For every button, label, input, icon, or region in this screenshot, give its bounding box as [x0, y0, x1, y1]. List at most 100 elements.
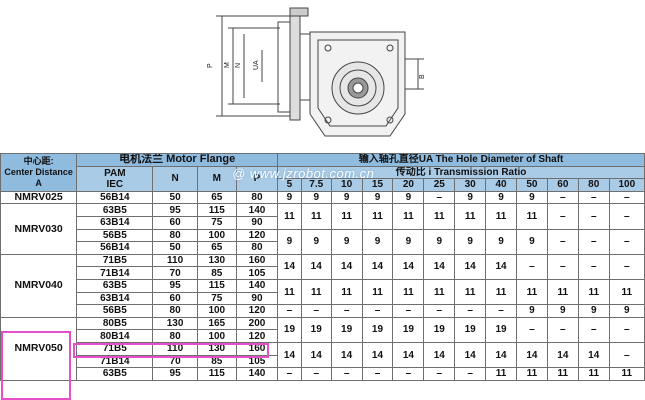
shaft-hole-cell: 14 [361, 341, 394, 369]
header-shaft-hole: 输入轴孔直径UA The Hole Diameter of Shaft [277, 153, 645, 167]
shaft-hole-cell: 11 [546, 367, 579, 381]
m-cell: 75 [196, 291, 237, 306]
shaft-hole-cell: – [361, 367, 394, 381]
shaft-hole-cell: 11 [361, 278, 394, 306]
shaft-hole-cell: 14 [300, 341, 332, 369]
ratio-header-5: 5 [277, 178, 302, 192]
n-cell: 50 [152, 190, 198, 205]
shaft-hole-cell: – [546, 253, 579, 280]
p-cell: 120 [235, 329, 279, 343]
m-cell: 130 [196, 341, 237, 356]
shaft-hole-cell: 14 [361, 253, 394, 280]
ratio-header-20: 20 [392, 178, 425, 192]
shaft-hole-cell: 11 [608, 367, 645, 381]
header-n: N [152, 165, 198, 192]
m-cell: 65 [196, 190, 237, 205]
shaft-hole-cell: 19 [330, 316, 363, 343]
shaft-hole-cell: 9 [485, 228, 517, 255]
shaft-hole-cell: 11 [277, 203, 302, 230]
n-cell: 95 [152, 367, 198, 381]
p-cell: 140 [235, 203, 279, 217]
shaft-hole-cell: 9 [392, 228, 425, 255]
shaft-hole-cell: 11 [277, 278, 302, 306]
n-cell: 130 [152, 316, 198, 331]
shaft-hole-cell: – [608, 190, 645, 205]
shaft-hole-cell: 14 [392, 253, 425, 280]
model-cell: NMRV025 [0, 190, 78, 205]
pam-cell: 71B14 [76, 266, 154, 280]
n-cell: 80 [152, 304, 198, 318]
shaft-hole-cell: 14 [516, 341, 548, 369]
header-m: M [196, 165, 237, 192]
shaft-hole-cell: – [392, 367, 425, 381]
p-cell: 80 [235, 241, 279, 255]
shaft-hole-cell: – [423, 367, 456, 381]
shaft-hole-cell: 11 [516, 203, 548, 230]
dim-label-p: P [207, 63, 214, 68]
p-cell: 120 [235, 228, 279, 243]
pam-cell: 63B5 [76, 367, 154, 381]
p-cell: 160 [235, 341, 279, 356]
shaft-hole-cell: 14 [392, 341, 425, 369]
ratio-header-60: 60 [546, 178, 579, 192]
dim-label-n: N [235, 63, 242, 68]
shaft-hole-cell: 14 [454, 341, 487, 369]
pam-cell: 80B14 [76, 329, 154, 343]
shaft-hole-cell: – [423, 304, 456, 318]
shaft-hole-cell: 11 [392, 203, 425, 230]
shaft-hole-cell: 11 [516, 278, 548, 306]
pam-cell: 63B5 [76, 278, 154, 293]
model-cell: NMRV040 [0, 253, 78, 318]
shaft-hole-cell: – [330, 367, 363, 381]
shaft-hole-cell: 9 [516, 228, 548, 255]
shaft-hole-cell: 9 [516, 304, 548, 318]
m-cell: 130 [196, 253, 237, 268]
shaft-hole-cell: 9 [546, 304, 579, 318]
p-cell: 140 [235, 278, 279, 293]
shaft-hole-cell: – [546, 228, 579, 255]
p-cell: 105 [235, 354, 279, 369]
n-cell: 80 [152, 329, 198, 343]
shaft-hole-cell: 9 [361, 228, 394, 255]
pam-cell: 56B14 [76, 190, 154, 205]
shaft-hole-cell: 11 [423, 203, 456, 230]
shaft-hole-cell: 11 [608, 278, 645, 306]
header-ratio: 传动比 i Transmission Ratio [277, 165, 645, 180]
shaft-hole-cell: – [546, 190, 579, 205]
pam-cell: 56B5 [76, 304, 154, 318]
shaft-hole-cell: – [608, 203, 645, 230]
shaft-hole-cell: – [577, 190, 610, 205]
ratio-header-10: 10 [330, 178, 363, 192]
m-cell: 115 [196, 203, 237, 217]
m-cell: 100 [196, 304, 237, 318]
pam-cell: 71B14 [76, 354, 154, 369]
shaft-hole-cell: 11 [361, 203, 394, 230]
shaft-hole-cell: 14 [300, 253, 332, 280]
shaft-hole-cell: 11 [485, 278, 517, 306]
shaft-hole-cell: – [577, 316, 610, 343]
n-cell: 80 [152, 228, 198, 243]
dim-label-b: B [419, 74, 426, 79]
ratio-header-7.5: 7.5 [300, 178, 332, 192]
shaft-hole-cell: – [485, 304, 517, 318]
shaft-hole-cell: 9 [577, 304, 610, 318]
shaft-hole-cell: 9 [516, 190, 548, 205]
p-cell: 80 [235, 190, 279, 205]
shaft-hole-cell: 11 [454, 278, 487, 306]
shaft-hole-cell: – [361, 304, 394, 318]
shaft-hole-cell: – [608, 341, 645, 369]
shaft-hole-cell: – [277, 367, 302, 381]
p-cell: 120 [235, 304, 279, 318]
shaft-hole-cell: 19 [300, 316, 332, 343]
shaft-hole-cell: – [277, 304, 302, 318]
shaft-hole-cell: 9 [454, 228, 487, 255]
p-cell: 105 [235, 266, 279, 280]
shaft-hole-cell: – [546, 203, 579, 230]
shaft-hole-cell: 11 [485, 203, 517, 230]
n-cell: 70 [152, 266, 198, 280]
p-cell: 90 [235, 291, 279, 306]
